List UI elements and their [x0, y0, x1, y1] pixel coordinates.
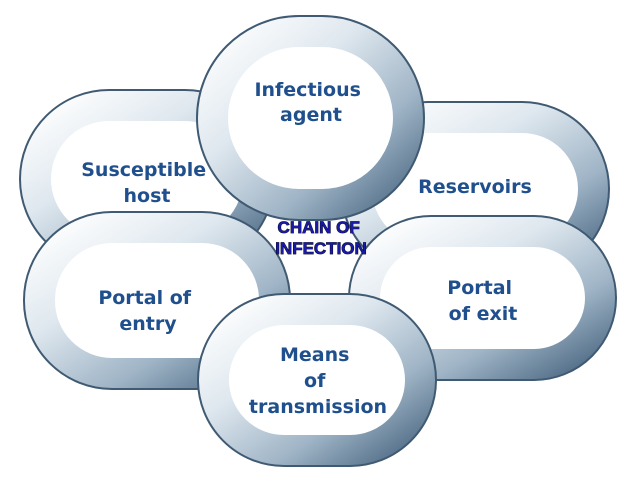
label-means-of-transmission: Means of transmission: [249, 344, 387, 418]
center-title: CHAIN OF INFECTION: [275, 218, 367, 258]
label-reservoirs: Reservoirs: [418, 176, 532, 198]
label-infectious-agent: Infectious agent: [254, 79, 367, 126]
link-infectious-agent: [196, 15, 425, 221]
label-portal-of-entry: Portal of entry: [98, 287, 197, 335]
label-portal-of-exit: Portal of exit: [447, 277, 518, 325]
link-means-of-transmission: [197, 293, 437, 467]
label-susceptible-host: Susceptible host: [81, 159, 213, 207]
